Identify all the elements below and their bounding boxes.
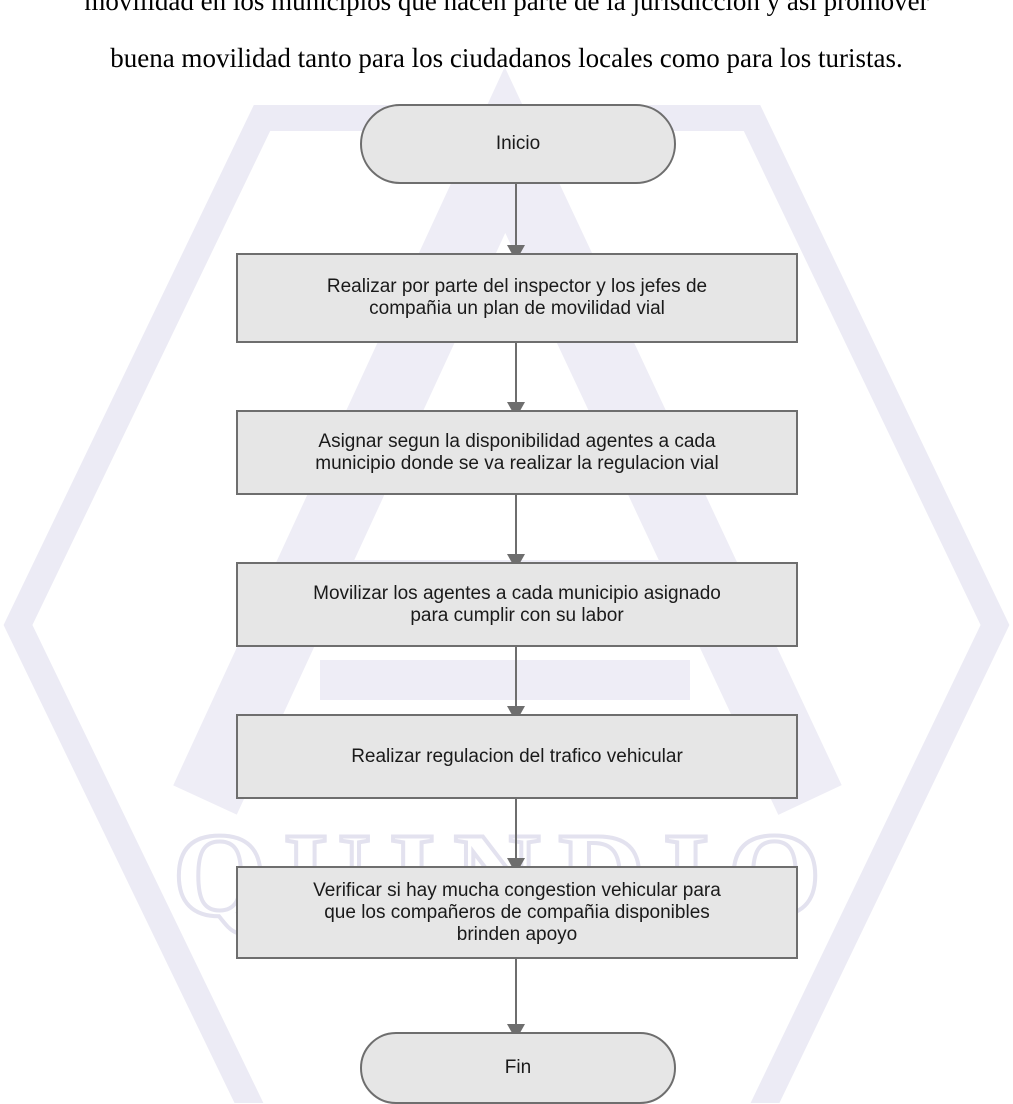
process-step-3-label: Movilizar los agentes a cada municipio a…: [313, 582, 721, 626]
body-text-line-1: movilidad en los municipios que hacen pa…: [84, 0, 929, 16]
process-step-1: Realizar por parte del inspector y los j…: [236, 253, 798, 343]
process-step-4-label: Realizar regulacion del trafico vehicula…: [351, 745, 683, 767]
start-node: Inicio: [360, 104, 676, 184]
process-step-5: Verificar si hay mucha congestion vehicu…: [236, 866, 798, 959]
process-step-3: Movilizar los agentes a cada municipio a…: [236, 562, 798, 647]
process-step-4: Realizar regulacion del trafico vehicula…: [236, 714, 798, 799]
start-node-label: Inicio: [495, 133, 541, 154]
end-node: Fin: [360, 1032, 676, 1104]
body-text-line-2: buena movilidad tanto para los ciudadano…: [110, 43, 903, 73]
end-node-label: Fin: [504, 1057, 532, 1078]
process-step-2: Asignar segun la disponibilidad agentes …: [236, 410, 798, 495]
process-step-2-label: Asignar segun la disponibilidad agentes …: [315, 430, 719, 474]
process-step-1-label: Realizar por parte del inspector y los j…: [326, 276, 708, 319]
process-step-5-label: Verificar si hay mucha congestion vehicu…: [313, 879, 721, 945]
